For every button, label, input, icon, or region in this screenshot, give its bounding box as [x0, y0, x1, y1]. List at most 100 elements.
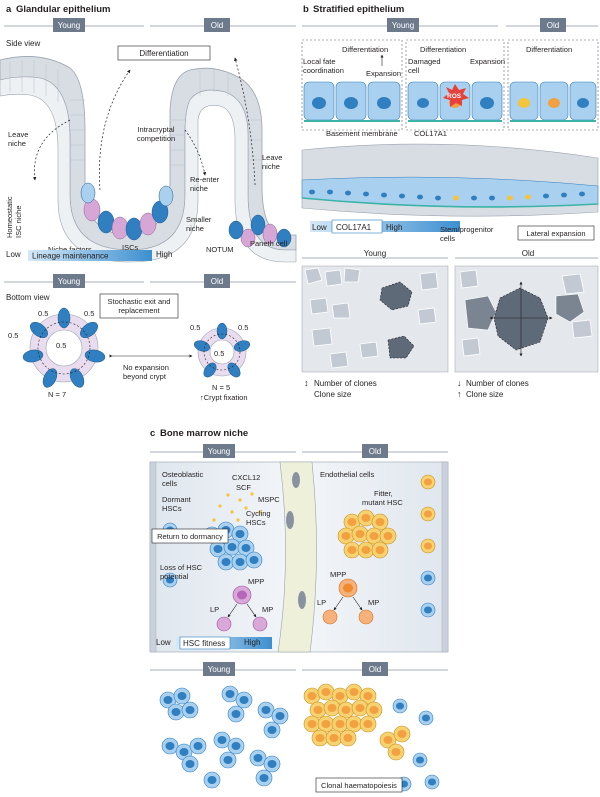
young-label-b2: Young: [364, 249, 386, 258]
niche-factors-label: Niche factors: [48, 245, 92, 254]
old-label-b: Old: [547, 21, 559, 30]
old-arrow-up: ↑: [457, 389, 462, 399]
mp-label: MP: [262, 605, 273, 614]
old-label-c2: Old: [369, 665, 381, 674]
col17a1-box: [331, 219, 383, 234]
col17a1-bar: [310, 221, 460, 232]
young-isc-niche: [80, 182, 174, 241]
col-high: High: [386, 223, 402, 232]
fitness-low: Low: [156, 638, 171, 647]
inset-old: [507, 39, 599, 131]
old-clone-tiling: [454, 265, 599, 373]
differentiation-b3: Differentiation: [526, 45, 572, 54]
young-pill-b: [387, 18, 419, 32]
differentiation-b1: Differentiation: [342, 45, 388, 54]
crypt-side-view: [0, 56, 297, 263]
young-label-a: Young: [58, 21, 80, 30]
fitness-high: High: [244, 638, 260, 647]
notum-label: NOTUM: [206, 245, 234, 254]
blood-vessel: [277, 461, 317, 653]
ros-label: ROS: [447, 93, 462, 100]
young-label-a2: Young: [58, 277, 80, 286]
panel-c-letter: c: [150, 428, 155, 439]
n7-label: N = 7: [48, 390, 66, 399]
basement-membrane-label: Basement membrane: [326, 129, 398, 138]
young-clusters: [159, 685, 289, 789]
mp-old-label: MP: [368, 598, 379, 607]
old-label-c: Old: [369, 447, 381, 456]
old-clusters: [303, 683, 440, 792]
old-ring-val-2: 0.5: [238, 323, 248, 332]
mpp-label: MPP: [248, 577, 264, 586]
young-ring-val-1: 0.5: [38, 309, 48, 318]
mutant-hsc-cluster: [337, 509, 397, 559]
col17a1-label: COL17A1: [414, 129, 447, 138]
inset-local-fate: [301, 39, 403, 131]
young-clone-tiling: [301, 265, 449, 373]
young-arrow-updown: ↕: [304, 378, 309, 388]
panel-b: b Stratified epithelium Young Old Local …: [301, 4, 599, 399]
young-pill-a2: [53, 274, 85, 288]
young-label-c: Young: [208, 447, 230, 456]
cxcl12-label: CXCL12: [232, 473, 260, 482]
panel-b-letter: b: [303, 4, 309, 15]
panel-c: c Bone marrow niche Young Old Osteoblast…: [149, 428, 449, 793]
young-pill-c: [203, 444, 235, 458]
n5-label: N = 5: [212, 383, 230, 392]
return-dormancy-label: Return to dormancy: [157, 532, 223, 541]
old-size-label: Clone size: [466, 390, 504, 399]
expansion-b2: Expansion: [470, 57, 505, 66]
old-label-a: Old: [211, 21, 223, 30]
differentiation-label-a: Differentiation: [139, 49, 188, 58]
young-ring-val-3: 0.5: [8, 331, 18, 340]
old-isc-niche: [228, 214, 292, 248]
young-ring-val-4: 0.5: [56, 341, 66, 350]
old-pill-b: [540, 18, 566, 32]
scf-label: SCF: [236, 483, 251, 492]
panel-c-title: Bone marrow niche: [160, 428, 248, 439]
young-pill-a: [53, 18, 85, 32]
crypt-fixation-label: ↑Crypt fixation: [200, 393, 248, 402]
homeostatic-isc-niche: HomeostaticISC niche: [5, 196, 23, 238]
old-crypt-ring: [193, 322, 251, 378]
mpp-old-label: MPP: [330, 570, 346, 579]
hsc-fitness-box: [179, 636, 231, 650]
col-low: Low: [312, 223, 327, 232]
lineage-maintenance-label: Lineage maintenance: [32, 252, 109, 261]
lineage-low: Low: [6, 250, 21, 259]
bottom-view-label: Bottom view: [6, 293, 50, 302]
paneth-cell-label: Paneth cell: [250, 239, 287, 248]
old-arrow-down: ↓: [457, 378, 462, 388]
inset-damaged: [405, 39, 505, 131]
hsc-fitness-label: HSC fitness: [183, 639, 225, 648]
old-label-b2: Old: [522, 249, 534, 258]
old-label-a2: Old: [211, 277, 223, 286]
lineage-maintenance-bar: [28, 250, 152, 261]
old-pill-c: [362, 444, 388, 458]
old-ring-val-3: 0.5: [214, 349, 224, 358]
lineage-high: High: [156, 250, 172, 259]
old-pill-c2: [362, 662, 388, 676]
differentiation-b2: Differentiation: [420, 45, 466, 54]
iscs-label: ISCs: [122, 243, 139, 252]
young-label-b: Young: [392, 21, 414, 30]
young-label-c2: Young: [208, 665, 230, 674]
old-pill-a2: [204, 274, 230, 288]
young-crypt-ring: [22, 307, 106, 388]
young-clones-label: Number of clones: [314, 379, 377, 388]
old-clones-label: Number of clones: [466, 379, 529, 388]
